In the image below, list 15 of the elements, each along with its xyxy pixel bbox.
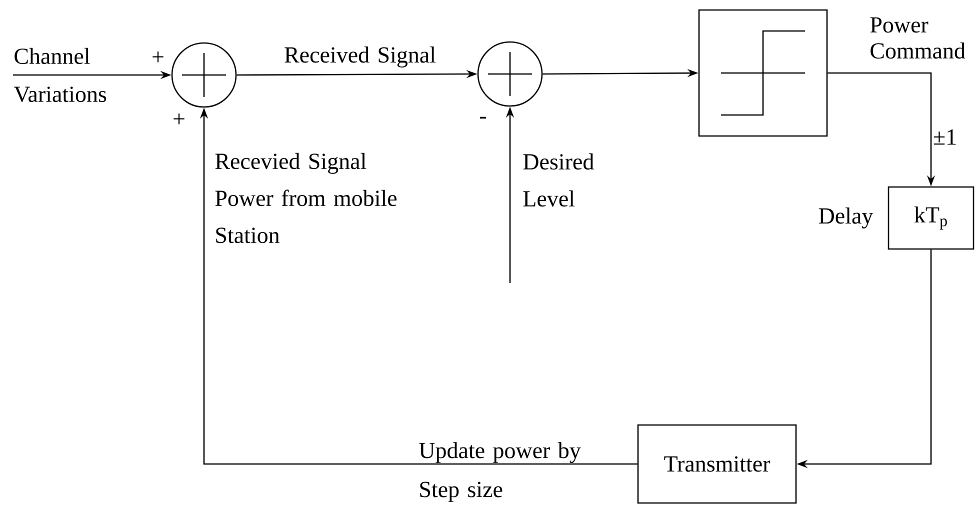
signal-label: Recevied Signal Power from mobile Station [215, 152, 397, 244]
edge-label: Power Command [870, 17, 966, 59]
edge-label: Channel Variations [14, 48, 106, 102]
sign-label: + [174, 114, 184, 124]
relay-block [698, 9, 828, 137]
sign-label: + [152, 52, 164, 62]
edge-label: Received Signal [284, 46, 436, 68]
transmitter-block: Transmitter [637, 424, 797, 504]
delay-block: kT$_{p}$ [888, 186, 974, 250]
edge-label: Update power by Step size [419, 442, 581, 502]
summing-junction [171, 42, 237, 108]
value-label: ±1 [934, 129, 956, 145]
summing-junction [477, 41, 543, 107]
node-caption: Delay [818, 208, 874, 228]
edge-label: Desired Level [523, 153, 594, 207]
